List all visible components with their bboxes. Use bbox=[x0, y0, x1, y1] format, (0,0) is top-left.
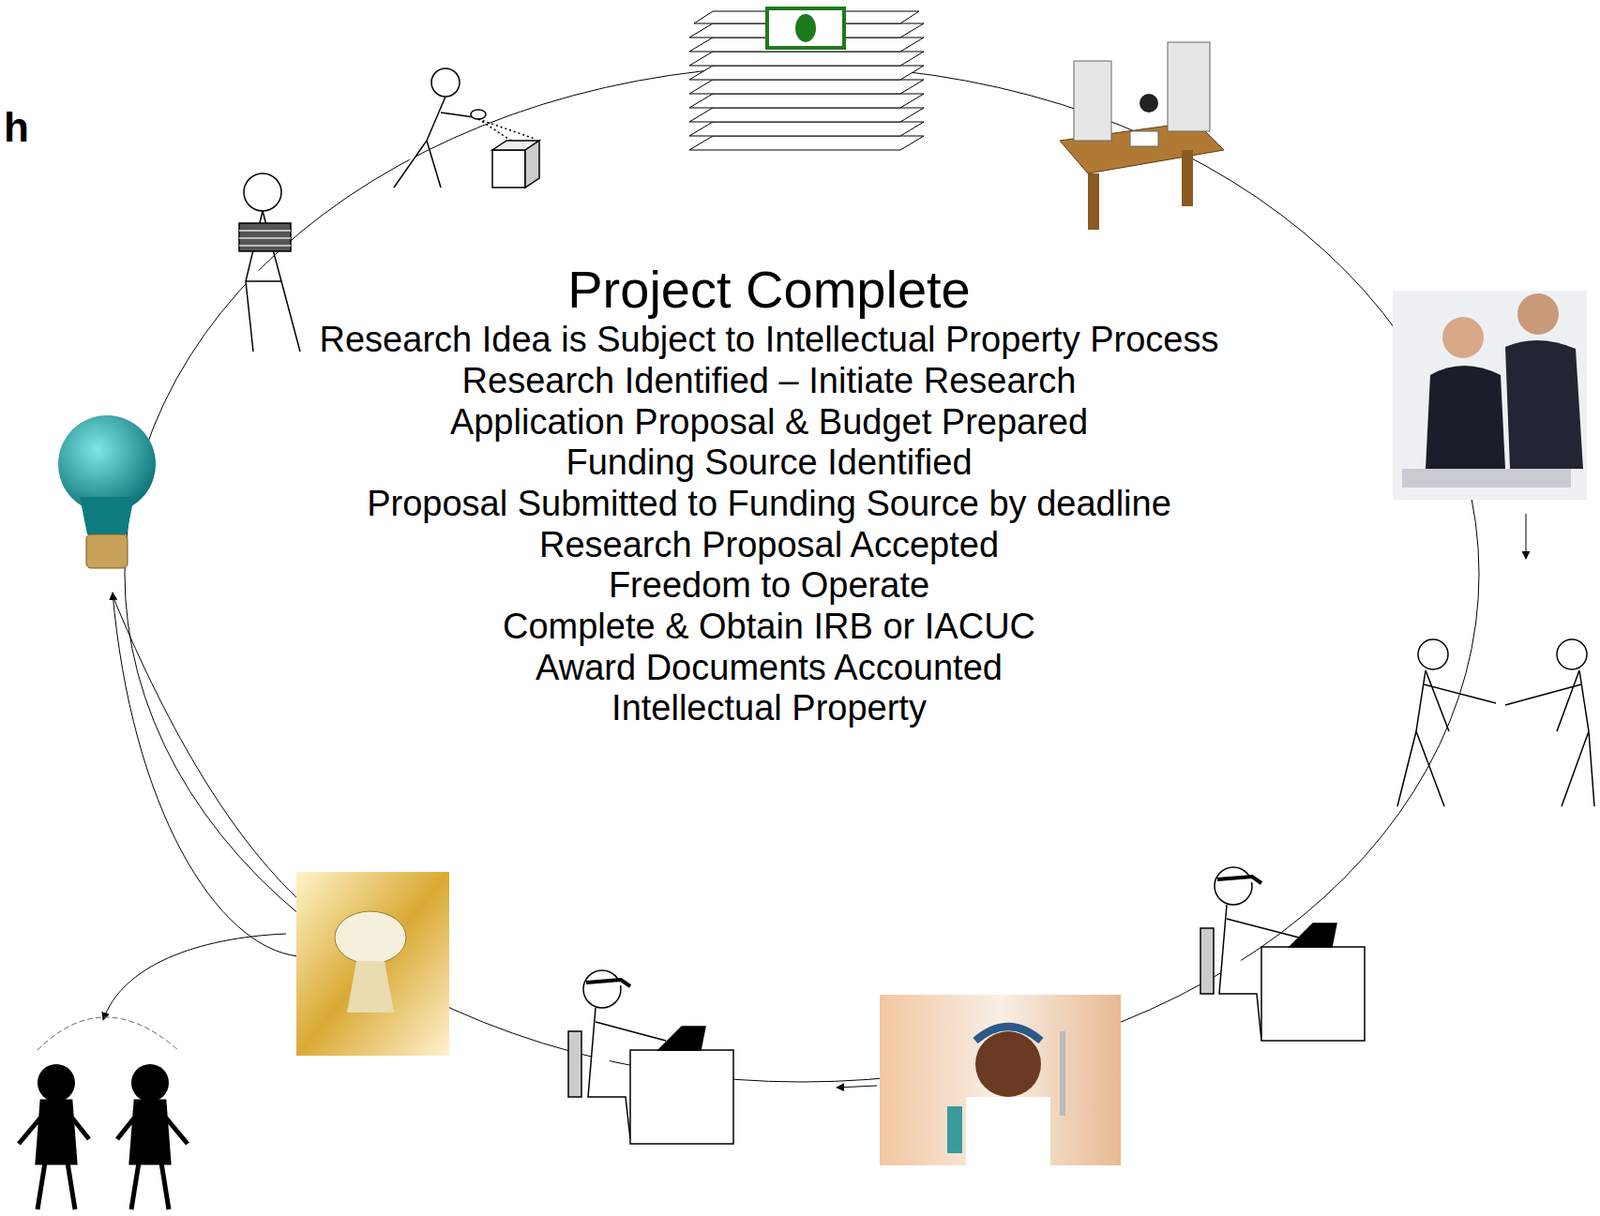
stage-label: Funding Source Identified bbox=[565, 442, 972, 484]
title-fragment: h bbox=[3, 105, 30, 151]
meeting-photo bbox=[1392, 290, 1587, 500]
lab-photo bbox=[879, 995, 1121, 1166]
money-stack bbox=[689, 8, 924, 151]
computer-worker bbox=[568, 970, 734, 1145]
computer-worker bbox=[1200, 867, 1365, 1042]
reader-figure bbox=[239, 173, 301, 352]
stage-label: Research Proposal Accepted bbox=[539, 525, 999, 567]
stage-label: Research Identified – Initiate Research bbox=[462, 361, 1077, 403]
return-arrow bbox=[114, 600, 310, 910]
return-arrow bbox=[112, 592, 299, 957]
stage-label: Complete & Obtain IRB or IACUC bbox=[502, 606, 1036, 649]
stage-label: Proposal Submitted to Funding Source by … bbox=[366, 483, 1172, 526]
stage-label: Intellectual Property bbox=[611, 688, 927, 730]
investigator-figure bbox=[393, 68, 540, 188]
desk-papers bbox=[1059, 42, 1224, 230]
stage-label: Research Idea is Subject to Intellectual… bbox=[319, 319, 1220, 362]
collaborators bbox=[18, 1017, 188, 1210]
stage-label: Freedom to Operate bbox=[608, 565, 930, 607]
cycle-line bbox=[124, 65, 1480, 1083]
idea-bulb bbox=[58, 415, 156, 569]
sharing-arrow bbox=[103, 934, 287, 1021]
flow-arrow bbox=[1525, 513, 1527, 559]
flow-arrow bbox=[836, 1086, 877, 1088]
stage-label: Application Proposal & Budget Prepared bbox=[450, 402, 1088, 444]
stage-label: Award Documents Accounted bbox=[535, 648, 1003, 690]
stage-heading: Project Complete bbox=[567, 259, 971, 320]
celebration-photo bbox=[296, 872, 450, 1057]
handshake-figures bbox=[1397, 639, 1595, 807]
